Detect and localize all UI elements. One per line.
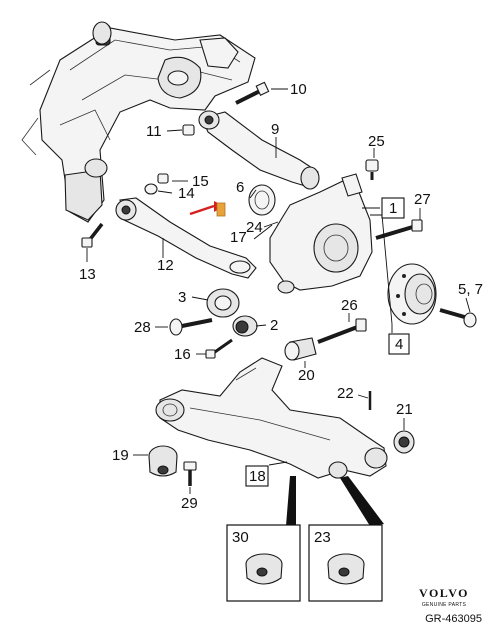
callout-22: 22 [337,385,354,402]
callout-16: 16 [174,346,191,363]
callout-28: 28 [134,319,151,336]
bolt-29 [183,461,197,486]
detail-wedges [286,476,384,526]
genuine-parts-label: GENUINE PARTS [422,602,467,608]
bolt-5-7 [439,308,477,328]
wheel-knuckle [269,173,373,294]
lower-link-arm [115,197,257,279]
callout-10: 10 [290,81,307,98]
bolt-27 [375,219,423,240]
callout-26: 26 [341,297,358,314]
callout-15: 15 [192,173,209,190]
bushing-21 [393,430,415,454]
bolt-26 [317,318,367,344]
nut-15 [157,173,169,184]
leader-lines [86,88,471,494]
callout-14: 14 [178,185,195,202]
callout-frame-4 [388,333,410,355]
bushing-20 [284,337,317,361]
callout-frame-18 [245,465,269,487]
callout-11: 11 [146,123,162,140]
callout-21: 21 [396,401,413,418]
callout-29: 29 [181,495,198,512]
callout-3: 3 [178,289,186,306]
callout-24: 24 [246,219,263,236]
callout-2: 2 [270,317,278,334]
callout-6: 6 [236,179,244,196]
lower-control-arm [155,357,388,479]
callout-9: 9 [271,121,279,138]
bolt-13 [81,222,104,248]
nut-11 [182,124,195,136]
callout-frame-1 [381,197,405,219]
callout-20: 20 [298,367,315,384]
volvo-logo: VOLVO [419,586,469,600]
callout-12: 12 [157,257,174,274]
bushing-19 [148,445,178,477]
callout-1: 1 [389,200,397,217]
highlight-marker [189,201,226,217]
callout-27: 27 [414,191,431,208]
bolt-28 [169,318,213,336]
callout-5-7: 5, 7 [458,281,483,298]
callout-25: 25 [368,133,385,150]
reference-code: GR-463095 [425,613,482,625]
seal-6 [248,184,276,216]
bolt-10 [235,81,270,105]
bushing-2 [232,315,258,337]
wheel-hub [387,263,437,325]
detail-box-30 [226,524,301,602]
callout-13: 13 [79,266,96,283]
callout-17: 17 [230,229,247,246]
rear-subframe [21,21,256,223]
callout-19: 19 [112,447,129,464]
callout-30: 30 [232,529,249,546]
callout-23: 23 [314,529,331,546]
bolt-25 [365,159,379,180]
detail-box-23 [308,524,383,602]
washer-14 [144,183,158,195]
callout-18: 18 [249,468,266,485]
callout-4: 4 [395,336,403,353]
bushing-3 [206,288,240,318]
bolt-16 [205,338,233,359]
upper-control-arm [198,110,320,190]
